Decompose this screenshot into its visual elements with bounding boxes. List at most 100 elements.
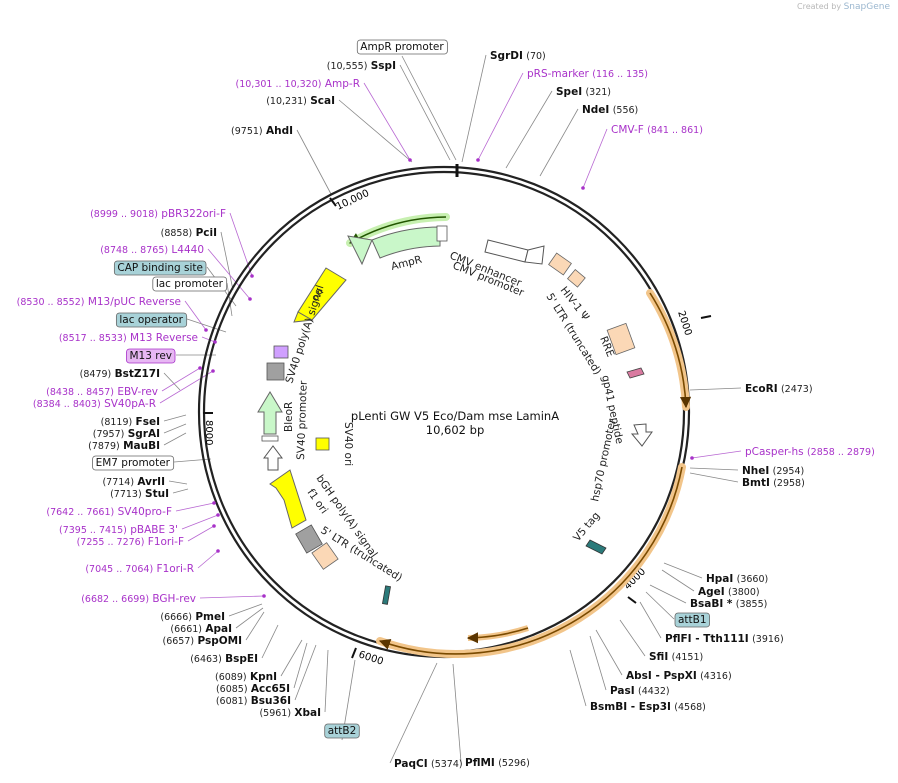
annotation-box xyxy=(152,276,228,292)
annotation-sspi[interactable]: (10,555) SspI xyxy=(327,60,396,72)
annotation-pflmi[interactable]: PflMI (5296) xyxy=(465,757,530,769)
leader-line xyxy=(175,502,215,512)
annotation-pasi[interactable]: PasI (4432) xyxy=(610,685,670,697)
leader-line xyxy=(187,525,215,542)
annotation-lac-promoter[interactable]: lac promoter xyxy=(156,278,224,290)
annotation-paqci[interactable]: PaqCI (5374) xyxy=(394,758,463,770)
leader-line xyxy=(691,450,742,459)
annotation-sv40pa-r[interactable]: (8384 .. 8403) SV40pA-R xyxy=(33,398,156,410)
annotation-f1ori-r[interactable]: (7045 .. 7064) F1ori-R xyxy=(85,563,194,575)
annotation-box xyxy=(674,612,710,628)
leader-line xyxy=(649,584,687,604)
primer-mark xyxy=(212,501,216,505)
leader-line xyxy=(163,414,187,422)
primer-mark xyxy=(216,513,220,517)
sv40-polya-small xyxy=(273,345,289,359)
leader-line xyxy=(245,611,265,641)
leader-line xyxy=(228,603,263,617)
annotation-m13-puc-reverse[interactable]: (8530 .. 8552) M13/pUC Reverse xyxy=(17,296,181,308)
annotation-pmei[interactable]: (6666) PmeI xyxy=(160,611,225,623)
annotation-pbabe-3-[interactable]: (7395 .. 7415) pBABE 3' xyxy=(59,524,178,536)
tick-6000: 6000 xyxy=(357,649,385,667)
annotation-fsei[interactable]: (8119) FseI xyxy=(101,416,160,428)
annotation-pspomi[interactable]: (6657) PspOMI xyxy=(163,635,243,647)
annotation-bsabi-[interactable]: BsaBI * (3855) xyxy=(690,598,767,610)
annotation-l4440[interactable]: (8748 .. 8765) L4440 xyxy=(100,244,204,256)
leader-line xyxy=(582,128,608,189)
annotation-absi-pspxi[interactable]: AbsI - PspXI (4316) xyxy=(626,670,732,682)
features xyxy=(257,225,653,605)
ampr-arrow xyxy=(347,226,441,266)
annotation-avrii[interactable]: (7714) AvrII xyxy=(102,476,165,488)
annotation-bmti[interactable]: BmtI (2958) xyxy=(742,477,805,489)
annotation-bsu36i[interactable]: (6081) Bsu36I xyxy=(216,695,291,707)
annotation-scai[interactable]: (10,231) ScaI xyxy=(266,95,335,107)
leader-line xyxy=(163,372,181,391)
leader-line xyxy=(363,82,411,161)
annotation-bgh-rev[interactable]: (6682 .. 6699) BGH-rev xyxy=(81,593,196,605)
leader-line xyxy=(172,488,189,494)
leader-line xyxy=(645,591,675,620)
ring-marks xyxy=(198,158,694,598)
leader-line xyxy=(452,663,462,763)
annotation-m13-rev[interactable]: M13 rev xyxy=(129,350,172,362)
annotation-attb2[interactable]: attB2 xyxy=(328,725,357,737)
annotation-maubi[interactable]: (7879) MauBI xyxy=(88,440,160,452)
annotation-sv40pro-f[interactable]: (7642 .. 7661) SV40pro-F xyxy=(46,506,172,518)
annotation-pcasper-hs[interactable]: pCasper-hs (2858 .. 2879) xyxy=(745,446,875,458)
primer-mark xyxy=(211,369,215,373)
annotation-acc65i[interactable]: (6085) Acc65I xyxy=(216,683,290,695)
primer-mark xyxy=(581,186,585,190)
hiv-psi-box xyxy=(566,268,586,288)
annotation-ecori[interactable]: EcoRI (2473) xyxy=(745,383,813,395)
annotation-lac-operator[interactable]: lac operator xyxy=(119,314,183,326)
leader-line xyxy=(661,569,695,592)
annotation-stui[interactable]: (7713) StuI xyxy=(110,488,169,500)
annotation-amp-r[interactable]: (10,301 .. 10,320) Amp-R xyxy=(236,78,361,90)
cmv-enhancer-start xyxy=(436,225,448,242)
leader-line xyxy=(389,662,438,764)
annotation-bspei[interactable]: (6463) BspEI xyxy=(190,653,258,665)
v5-tag-arrow xyxy=(585,539,607,555)
annotation-em7-promoter[interactable]: EM7 promoter xyxy=(96,457,171,469)
annotation-f1ori-f[interactable]: (7255 .. 7276) F1ori-F xyxy=(77,536,184,548)
rre-box xyxy=(606,322,636,356)
plasmid-name: pLenti GW V5 Eco/Dam mse LaminA xyxy=(351,409,559,423)
annotation-ahdi[interactable]: (9751) AhdI xyxy=(231,125,293,137)
annotation-hpai[interactable]: HpaI (3660) xyxy=(706,573,768,585)
leader-line xyxy=(163,432,187,446)
ori-tip xyxy=(293,311,314,323)
annotation-ebv-rev[interactable]: (8438 .. 8457) EBV-rev xyxy=(46,386,158,398)
annotation-cmv-f[interactable]: CMV-F (841 .. 861) xyxy=(611,124,703,136)
annotation-xbai[interactable]: (5961) XbaI xyxy=(259,707,321,719)
annotation-attb1[interactable]: attB1 xyxy=(678,614,707,626)
primer-mark xyxy=(690,456,694,460)
label-v5: V5 tag xyxy=(571,510,602,544)
annotation-prs-marker[interactable]: pRS-marker (116 .. 135) xyxy=(527,68,648,80)
annotation-sgrai[interactable]: (7957) SgrAI xyxy=(93,428,160,440)
annotation-pflfi-tth111i[interactable]: PflFI - Tth111I (3916) xyxy=(665,633,784,645)
tick-10000: 10,000 xyxy=(335,188,371,213)
annotation-spei[interactable]: SpeI (321) xyxy=(556,86,611,98)
primer-mark xyxy=(476,158,480,162)
annotation-bstz17i[interactable]: (8479) BstZ17I xyxy=(80,368,160,380)
annotation-pbr322ori-f[interactable]: (8999 .. 9018) pBR322ori-F xyxy=(90,208,226,220)
annotation-pcii[interactable]: (8858) PciI xyxy=(161,227,217,239)
annotation-nhei[interactable]: NheI (2954) xyxy=(742,465,804,477)
annotation-agei[interactable]: AgeI (3800) xyxy=(698,586,760,598)
leader-line xyxy=(201,336,216,343)
annotation-sgrdi[interactable]: SgrDI (70) xyxy=(490,50,546,62)
annotation-bsmbi-esp3i[interactable]: BsmBI - Esp3I (4568) xyxy=(590,701,706,713)
annotation-m13-reverse[interactable]: (8517 .. 8533) M13 Reverse xyxy=(59,332,198,344)
annotation-ndei[interactable]: NdeI (556) xyxy=(582,104,638,116)
leader-line xyxy=(293,642,308,689)
cmv-enhancer-arrow xyxy=(484,239,529,263)
snapgene-credit: Created by SnapGene xyxy=(797,2,890,12)
annotation-sfii[interactable]: SfiI (4151) xyxy=(649,651,703,663)
credit-brand: SnapGene xyxy=(843,2,890,12)
annotation-kpni[interactable]: (6089) KpnI xyxy=(215,671,277,683)
annotation-ampr-promoter[interactable]: AmpR promoter xyxy=(360,41,444,53)
annotation-apai[interactable]: (6661) ApaI xyxy=(170,623,232,635)
annotation-cap-binding-site[interactable]: CAP binding site xyxy=(117,262,203,274)
